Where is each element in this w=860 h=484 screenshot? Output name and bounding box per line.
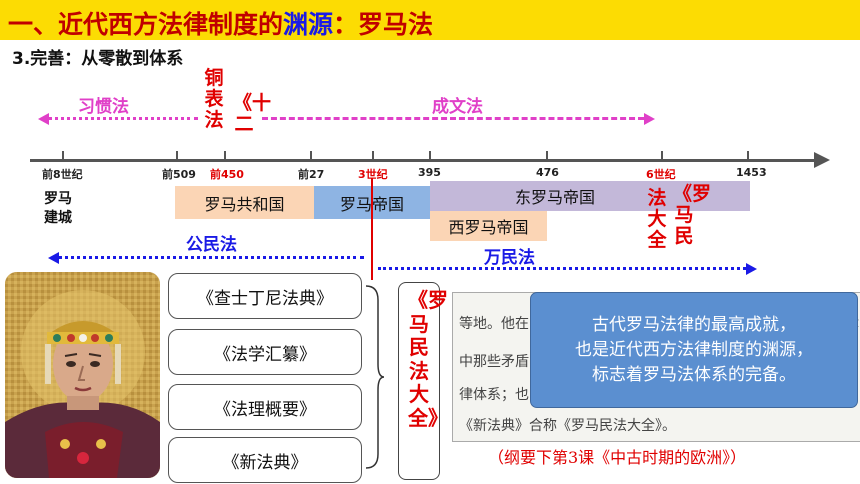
- tick-label-476: 476: [536, 166, 559, 179]
- customary-law-arrow-left: [38, 113, 49, 125]
- book-digest: 《法学汇纂》: [168, 329, 362, 375]
- tick-label-509bc: 前509: [162, 168, 196, 181]
- western-roman-empire-box: 西罗马帝国: [430, 211, 547, 241]
- tick-label-450bc: 前450: [210, 168, 244, 181]
- roman-republic-box: 罗马共和国: [175, 186, 314, 219]
- written-law-label: 成文法: [432, 97, 483, 117]
- timeline-arrowhead: [814, 152, 830, 168]
- corpus-juris-civilis-label: 《罗马民法大全》: [408, 288, 448, 430]
- eastern-roman-empire-box: 东罗马帝国: [430, 181, 750, 211]
- portrait-drawing: [5, 272, 160, 478]
- tick-label-27bc: 前27: [298, 168, 325, 181]
- founding-of-rome-label: 罗马 建城: [44, 191, 72, 226]
- excerpt-line-3: 律体系；也: [459, 387, 529, 403]
- corpus-juris-civilis-box: 《罗马民法大全》: [398, 282, 448, 480]
- civil-law-line: [58, 256, 364, 259]
- significance-callout: 古代罗马法律的最高成就， 也是近代西方法律制度的渊源， 标志着罗马法体系的完备。: [530, 292, 858, 408]
- tick-label-1453: 1453: [736, 166, 767, 179]
- timeline-tick: [661, 151, 663, 160]
- written-law-arrow-right: [644, 113, 655, 125]
- tick-label-395: 395: [418, 166, 441, 179]
- timeline-tick: [747, 151, 749, 160]
- callout-line-1: 古代罗马法律的最高成就，: [592, 314, 796, 335]
- callout-line-2: 也是近代西方法律制度的渊源，: [575, 339, 813, 360]
- civil-law-label: 公民法: [186, 235, 237, 255]
- excerpt-line-4: 《新法典》合称《罗马民法大全》。: [459, 418, 676, 434]
- excerpt-line-1: 等地。他在: [459, 316, 529, 332]
- excerpt-line-2: 中那些矛盾: [459, 354, 529, 370]
- callout-line-3: 标志着罗马法体系的完备。: [592, 364, 796, 385]
- timeline-tick: [546, 151, 548, 160]
- tick-label-3rd-century: 3世纪: [358, 168, 388, 181]
- section-subtitle: 3.完善：从零散到体系: [12, 49, 184, 69]
- tick-label-6th-century: 6世纪: [646, 168, 676, 181]
- title-bar: [0, 0, 860, 40]
- book-codex-justinianus: 《查士丁尼法典》: [168, 273, 362, 319]
- twelve-tables-label-a: 铜表法: [204, 67, 224, 131]
- corpus-juris-label-a: 法大全: [647, 187, 667, 251]
- jus-gentium-line: [378, 267, 746, 270]
- timeline-axis: [30, 159, 818, 162]
- book-institutes: 《法理概要》: [168, 384, 362, 430]
- timeline-tick: [429, 151, 431, 160]
- customary-law-line: [48, 117, 198, 120]
- civil-law-arrow-left: [48, 252, 59, 264]
- customary-law-label: 习惯法: [78, 97, 129, 117]
- timeline-tick: [310, 151, 312, 160]
- timeline-tick: [62, 151, 64, 160]
- written-law-line: [262, 117, 644, 120]
- textbook-reference-note: （纲要下第3课《中古时期的欧洲》）: [488, 448, 747, 467]
- timeline-tick: [224, 151, 226, 160]
- jus-gentium-arrow-right: [746, 263, 757, 275]
- title-part-2: 渊源: [283, 10, 334, 39]
- corpus-juris-label-b: 《罗马民: [673, 183, 712, 247]
- justinian-portrait: [5, 272, 160, 478]
- tick-label-8th-century-bc: 前8世纪: [42, 168, 83, 181]
- grouping-brace: [365, 285, 385, 469]
- third-century-marker: [371, 178, 373, 280]
- timeline-tick: [176, 151, 178, 160]
- title-part-3: ：罗马法: [333, 10, 434, 39]
- twelve-tables-label-b: 《十二: [233, 92, 272, 135]
- book-novels: 《新法典》: [168, 437, 362, 483]
- jus-gentium-label: 万民法: [484, 248, 535, 268]
- title-part-1: 一、近代西方法律制度的: [8, 10, 284, 39]
- page-title: 一、近代西方法律制度的渊源：罗马法: [8, 5, 433, 41]
- timeline-tick: [372, 151, 374, 160]
